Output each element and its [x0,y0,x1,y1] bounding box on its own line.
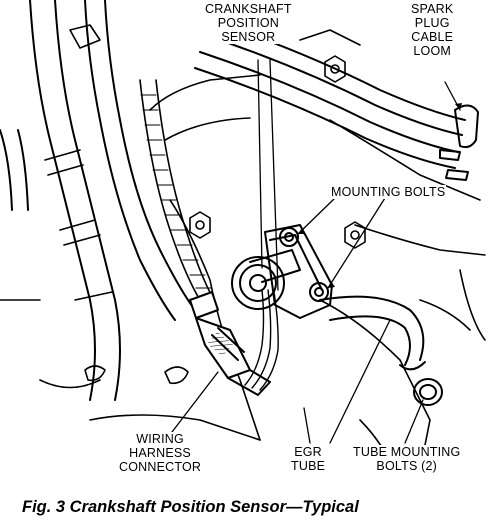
egr-tube [319,295,426,371]
label-wiring-harness-connector: WIRING HARNESS CONNECTOR [118,432,203,474]
label-mounting-bolts: MOUNTING BOLTS [330,185,447,199]
crank-sensor-body [231,249,301,310]
figure-caption: Fig. 3 Crankshaft Position Sensor—Typica… [22,498,359,516]
leader-lines [171,59,461,444]
harness-ties [44,149,189,385]
conduit-ribs [140,94,212,289]
label-egr-tube: EGR TUBE [290,445,327,473]
sensor-mounting-bolts [279,227,329,302]
engine-block-outline [0,29,486,471]
sensor-bracket [264,224,333,319]
leader-arrows [298,103,462,288]
label-crankshaft-position-sensor: CRANKSHAFT POSITION SENSOR [204,2,293,44]
background-bolts [69,24,366,249]
label-tube-mounting-bolts: TUBE MOUNTING BOLTS (2) [352,445,462,473]
wire-harness-bundle [0,0,196,401]
wiring-harness-connector-shape [189,291,271,396]
corrugated-conduit [139,79,215,301]
tube-mounting-bolt [413,378,443,406]
label-spark-plug-cable-loom: SPARK PLUG CABLE LOOM [410,2,455,58]
